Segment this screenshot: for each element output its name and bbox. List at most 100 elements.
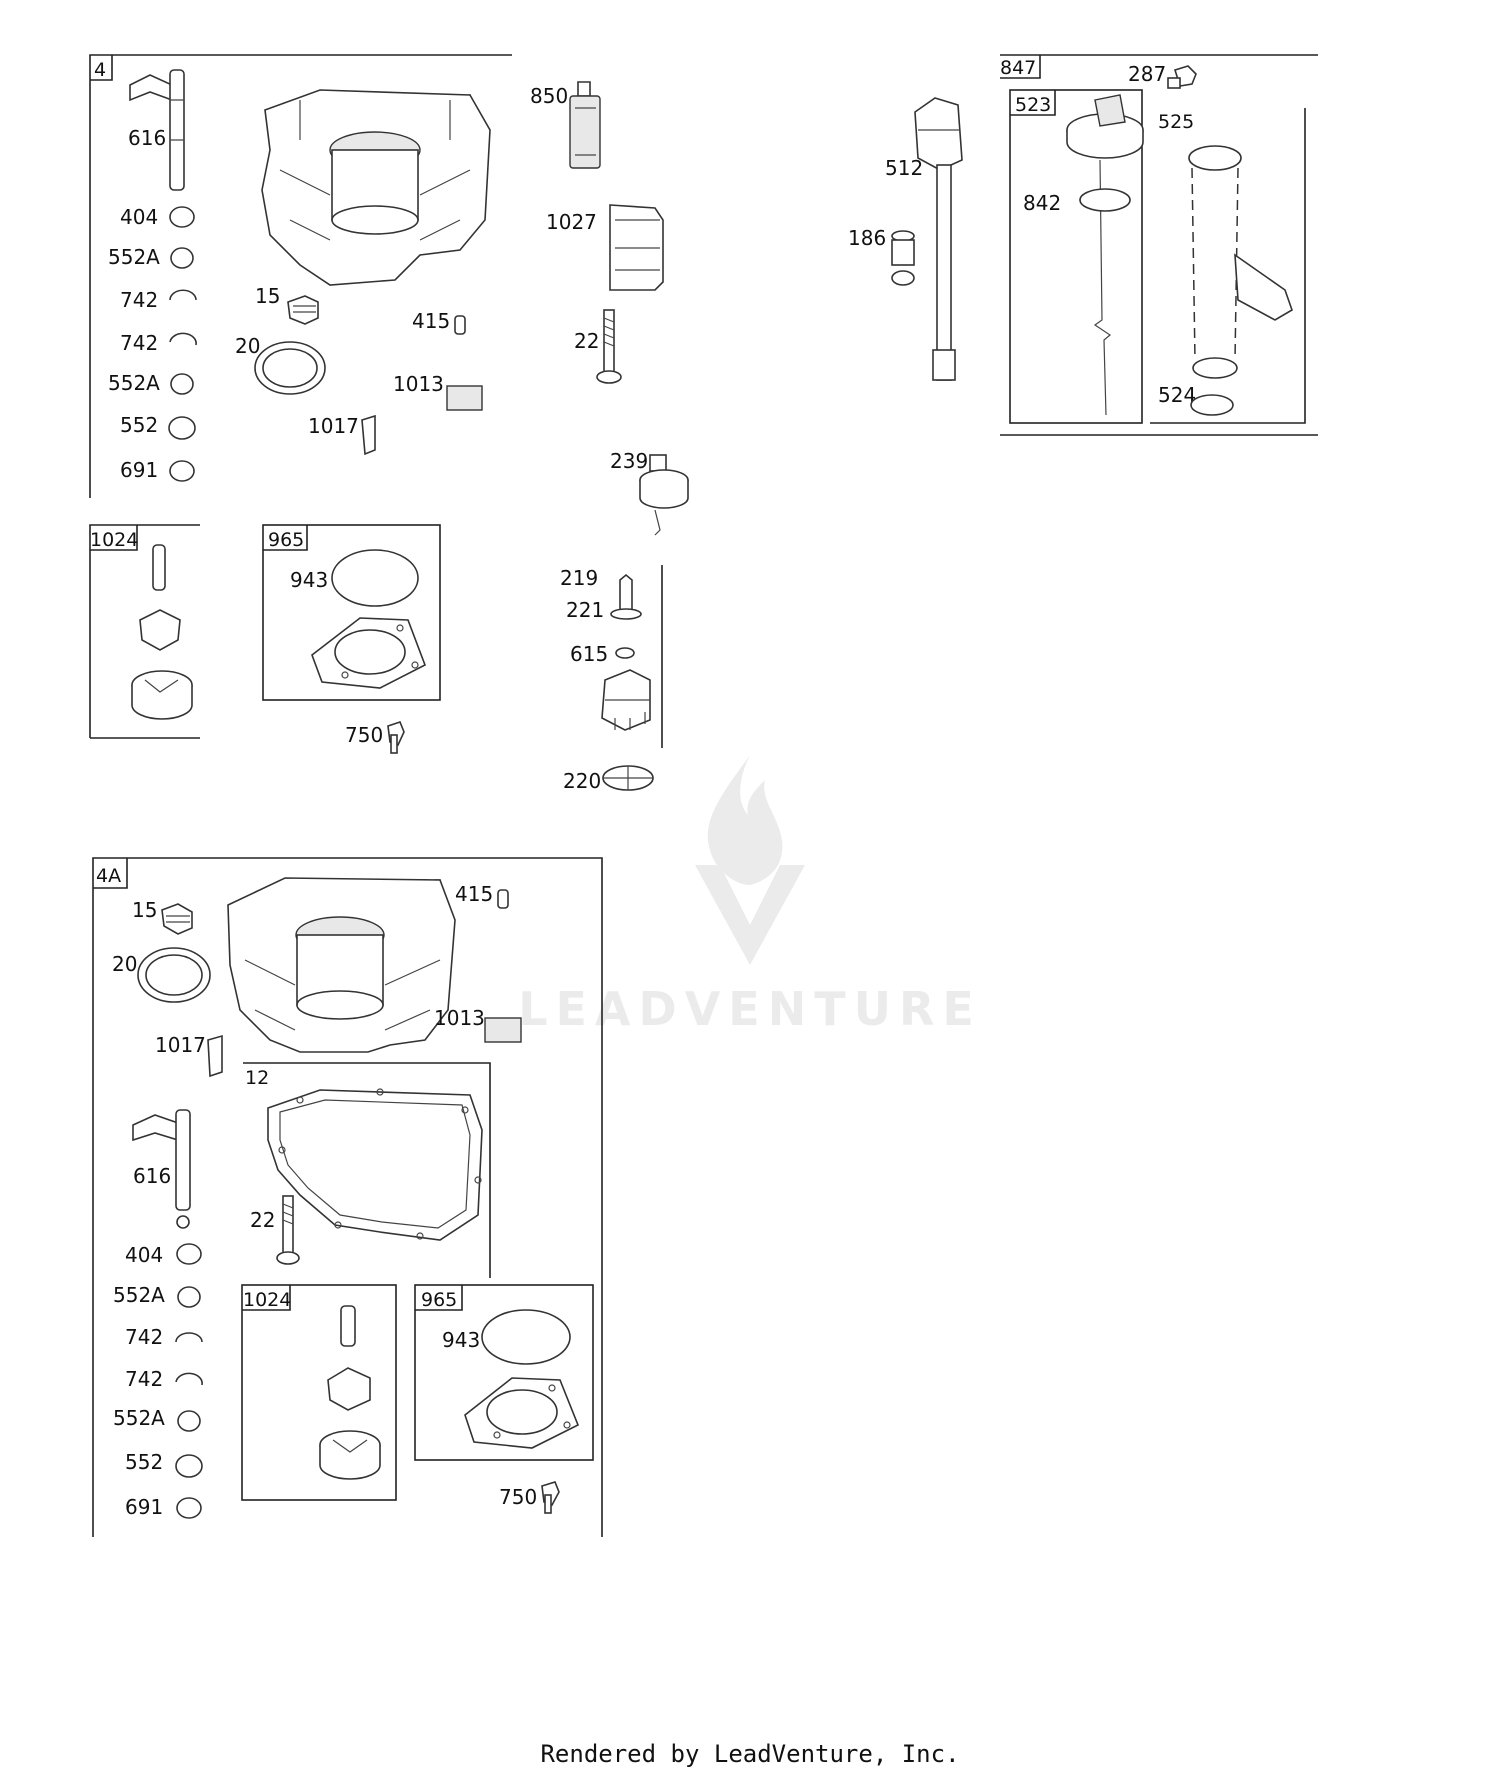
part-4a-415-pin[interactable] — [497, 889, 509, 909]
label-4a-552: 552 — [125, 1450, 163, 1474]
part-4a-governor-gear[interactable] — [319, 1430, 381, 1480]
label-524: 524 — [1158, 383, 1196, 407]
part-616-shaft[interactable] — [129, 69, 185, 191]
label-850: 850 — [530, 84, 568, 108]
loose-parts-column: 850 1027 22 239 219 221 — [530, 81, 963, 793]
label-415: 415 — [412, 309, 450, 333]
label-616: 616 — [128, 126, 166, 150]
part-governor-assembly[interactable] — [601, 669, 651, 731]
group-4a-title: 4A — [96, 865, 121, 887]
part-1017-bracket[interactable] — [361, 414, 376, 456]
part-965-gasket[interactable] — [311, 617, 427, 689]
part-552a-ring-b[interactable] — [170, 373, 194, 395]
watermark-text: LEADVENTURE — [518, 982, 982, 1036]
part-850-sealant-tube[interactable] — [569, 81, 601, 169]
part-4a-1013-filter[interactable] — [484, 1017, 522, 1043]
part-20-seal[interactable] — [254, 341, 326, 395]
part-4a-691-ring[interactable] — [176, 1497, 202, 1519]
part-512-dipstick-tube[interactable] — [914, 97, 963, 381]
label-287: 287 — [1128, 62, 1166, 86]
part-22-screw[interactable] — [596, 309, 622, 384]
label-742-b: 742 — [120, 331, 158, 355]
part-4a-742-clip-b[interactable] — [175, 1372, 203, 1386]
part-4a-552-ring[interactable] — [175, 1454, 203, 1478]
part-552a-ring[interactable] — [170, 247, 194, 269]
group-12 — [243, 1062, 491, 1278]
part-4a-1017-bracket[interactable] — [207, 1034, 223, 1078]
part-4a-crankcase-cover[interactable] — [227, 877, 456, 1053]
part-943-oring[interactable] — [331, 549, 419, 607]
label-4a-404: 404 — [125, 1243, 163, 1267]
group-525 — [1150, 108, 1306, 424]
part-4a-22-screw[interactable] — [276, 1195, 300, 1265]
watermark-v-icon — [695, 865, 805, 965]
label-615: 615 — [570, 642, 608, 666]
label-4a-20: 20 — [112, 952, 137, 976]
watermark-flame-icon — [707, 755, 783, 885]
part-15-plug[interactable] — [287, 295, 319, 325]
label-186: 186 — [848, 226, 886, 250]
group-1024: 1024 — [89, 524, 200, 739]
part-742-clip-b[interactable] — [169, 332, 197, 346]
part-221-pin[interactable] — [610, 573, 642, 620]
part-186-grommet[interactable] — [891, 230, 915, 286]
part-691-ring[interactable] — [169, 460, 195, 482]
group-847-title: 847 — [1000, 57, 1036, 79]
label-1027: 1027 — [546, 210, 597, 234]
footer-credit: Rendered by LeadVenture, Inc. — [540, 1740, 960, 1768]
part-239-pump[interactable] — [639, 454, 689, 536]
group-965-title: 965 — [268, 529, 304, 551]
part-governor-pin[interactable] — [152, 544, 166, 591]
label-4a-742: 742 — [125, 1325, 163, 1349]
part-4a-943-oring[interactable] — [481, 1309, 571, 1365]
part-525-fill-tube[interactable] — [1188, 145, 1293, 379]
group-4a-1024-title: 1024 — [243, 1289, 291, 1311]
label-1017: 1017 — [308, 414, 359, 438]
part-4a-governor-pin[interactable] — [340, 1305, 356, 1347]
part-1013-filter[interactable] — [446, 385, 483, 411]
part-750-screw[interactable] — [387, 721, 405, 754]
group-12-title: 12 — [245, 1067, 269, 1089]
part-4a-552a-ring[interactable] — [177, 1286, 201, 1308]
part-524-oring[interactable] — [1190, 394, 1234, 416]
part-4a-965-gasket[interactable] — [464, 1377, 580, 1449]
label-22: 22 — [574, 329, 599, 353]
group-4-title: 4 — [94, 59, 106, 81]
watermark: LEADVENTURE — [518, 755, 982, 1036]
part-287-screw[interactable] — [1167, 65, 1197, 89]
part-615-ring[interactable] — [615, 647, 635, 659]
part-1027-filter[interactable] — [609, 204, 664, 291]
part-742-clip[interactable] — [169, 289, 197, 301]
part-4a-750-screw[interactable] — [541, 1481, 560, 1514]
label-552: 552 — [120, 413, 158, 437]
group-525-title: 525 — [1158, 111, 1194, 133]
label-742: 742 — [120, 288, 158, 312]
label-4a-1017: 1017 — [155, 1033, 206, 1057]
part-4a-404-washer[interactable] — [176, 1243, 202, 1265]
part-4a-15-plug[interactable] — [161, 903, 193, 935]
label-750: 750 — [345, 723, 383, 747]
group-4: 4 616 404 552A 742 742 552A 552 691 — [89, 54, 512, 498]
part-12-gasket[interactable] — [267, 1088, 483, 1241]
part-4a-742-clip[interactable] — [175, 1332, 203, 1343]
part-552-ring[interactable] — [168, 416, 196, 440]
label-4a-415: 415 — [455, 882, 493, 906]
part-415-pin[interactable] — [454, 315, 466, 335]
part-404-washer[interactable] — [169, 206, 195, 228]
label-4a-616: 616 — [133, 1164, 171, 1188]
part-4a-governor-cup[interactable] — [327, 1367, 371, 1411]
part-4a-552a-ring-b[interactable] — [177, 1410, 201, 1432]
part-220-gear[interactable] — [602, 765, 654, 791]
part-842-oring[interactable] — [1079, 188, 1131, 212]
group-523 — [1009, 89, 1143, 424]
part-crankcase-cover[interactable] — [261, 89, 491, 286]
part-4a-616-shaft[interactable] — [132, 1109, 191, 1229]
part-523-dipstick[interactable] — [1066, 94, 1144, 416]
part-governor-gear[interactable] — [131, 670, 193, 720]
part-governor-cup[interactable] — [139, 609, 181, 651]
label-20: 20 — [235, 334, 260, 358]
label-221: 221 — [566, 598, 604, 622]
label-4a-943: 943 — [442, 1328, 480, 1352]
part-4a-20-seal[interactable] — [137, 947, 211, 1003]
